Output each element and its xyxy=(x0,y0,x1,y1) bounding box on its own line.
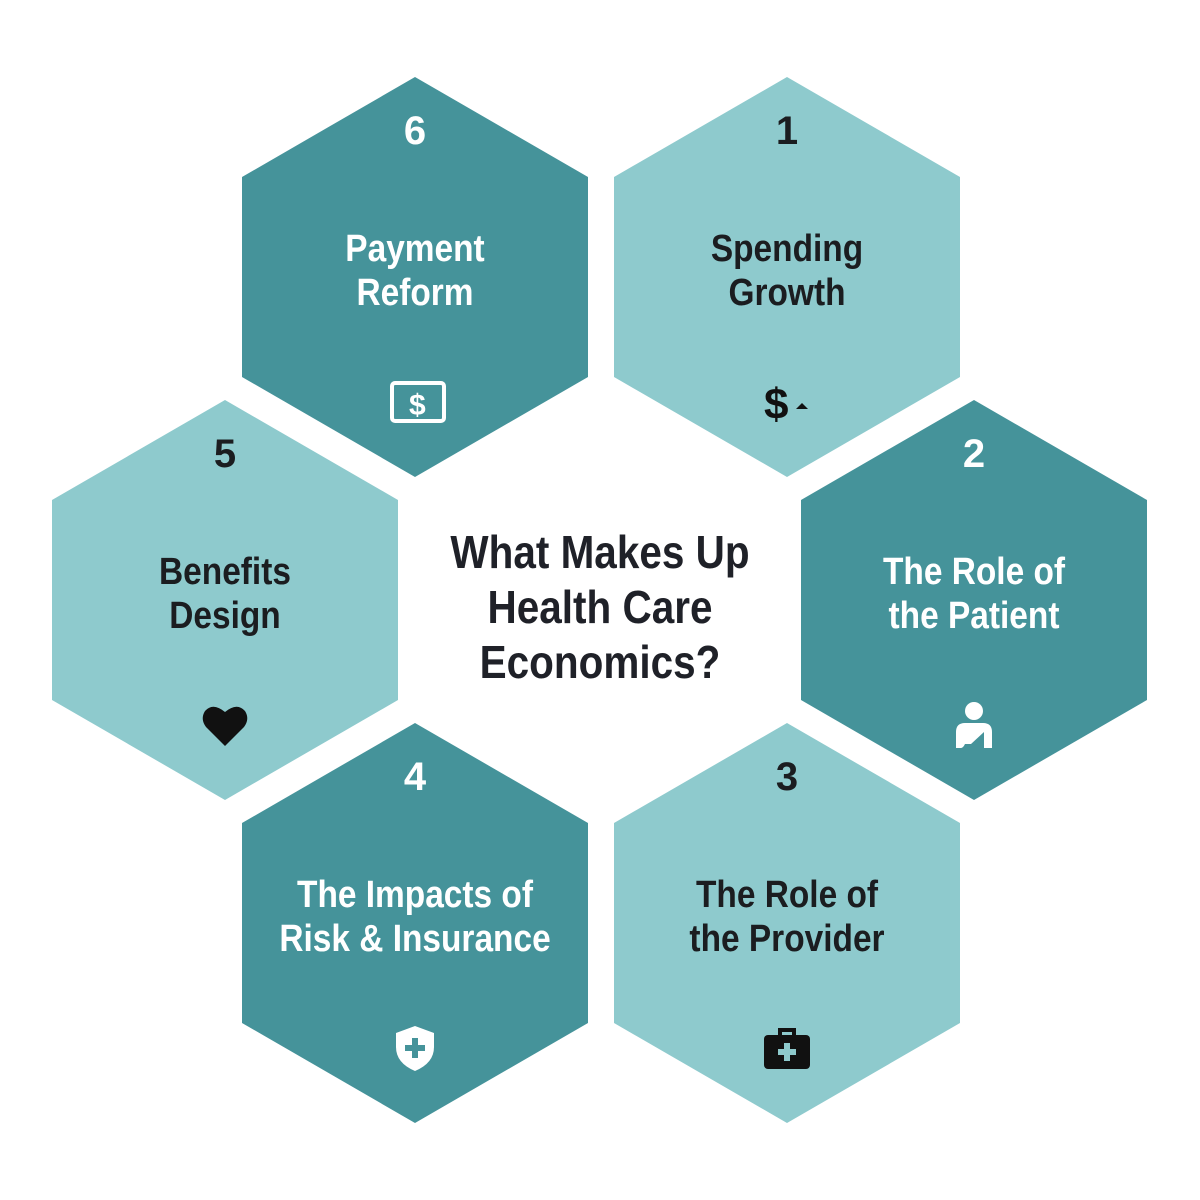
medical-kit-icon xyxy=(762,1023,812,1073)
hex-item-3: 3 The Role of the Provider xyxy=(614,723,960,1123)
item-number: 5 xyxy=(213,432,237,476)
svg-text:$: $ xyxy=(409,389,426,422)
hex-item-6: 6 Payment Reform $ xyxy=(242,77,588,477)
item-title-line: The Role of xyxy=(882,551,1066,593)
hexagon-6 xyxy=(242,77,588,477)
item-title-line: Spending xyxy=(710,228,864,270)
item-title-line: The Role of xyxy=(695,874,879,916)
dollar-bill-icon: $ xyxy=(390,377,446,427)
hexagon-5 xyxy=(52,400,398,800)
item-number: 4 xyxy=(403,755,427,799)
hex-item-5: 5 Benefits Design xyxy=(52,400,398,800)
center-title-line: Health Care xyxy=(487,581,713,633)
item-number: 3 xyxy=(775,755,799,799)
item-title-line: Reform xyxy=(356,272,474,314)
item-number: 1 xyxy=(775,109,799,153)
item-title-line: Growth xyxy=(728,272,846,314)
shield-plus-icon xyxy=(390,1023,440,1073)
item-title: Payment Reform xyxy=(263,227,567,315)
hex-item-2: 2 The Role of the Patient xyxy=(801,400,1147,800)
item-title: The Impacts of Risk & Insurance xyxy=(263,873,567,961)
patient-icon xyxy=(949,700,999,750)
hexagon-2 xyxy=(801,400,1147,800)
item-number: 6 xyxy=(403,109,427,153)
hexagon-4 xyxy=(242,723,588,1123)
svg-text:$: $ xyxy=(764,380,788,427)
item-title-line: Risk & Insurance xyxy=(279,918,551,960)
hexagon-1 xyxy=(614,77,960,477)
item-title-line: the Patient xyxy=(888,595,1060,637)
item-title: Benefits Design xyxy=(73,550,377,638)
item-number: 2 xyxy=(962,432,986,476)
item-title-line: Payment xyxy=(345,228,485,270)
item-title: The Role of the Patient xyxy=(822,550,1126,638)
center-title-line: What Makes Up xyxy=(450,526,750,578)
item-title: The Role of the Provider xyxy=(635,873,939,961)
center-title-line: Economics? xyxy=(479,636,721,688)
item-title-line: The Impacts of xyxy=(297,874,533,916)
hexagon-3 xyxy=(614,723,960,1123)
hex-item-4: 4 The Impacts of Risk & Insurance xyxy=(242,723,588,1123)
item-title: Spending Growth xyxy=(635,227,939,315)
item-title-line: Design xyxy=(169,595,281,637)
center-title: What Makes Up Health Care Economics? xyxy=(424,525,776,690)
item-title-line: Benefits xyxy=(159,551,291,593)
item-title-line: the Provider xyxy=(689,918,885,960)
hex-item-1: 1 Spending Growth $ xyxy=(614,77,960,477)
dollar-up-icon: $ xyxy=(762,377,812,429)
heart-icon xyxy=(200,700,250,750)
